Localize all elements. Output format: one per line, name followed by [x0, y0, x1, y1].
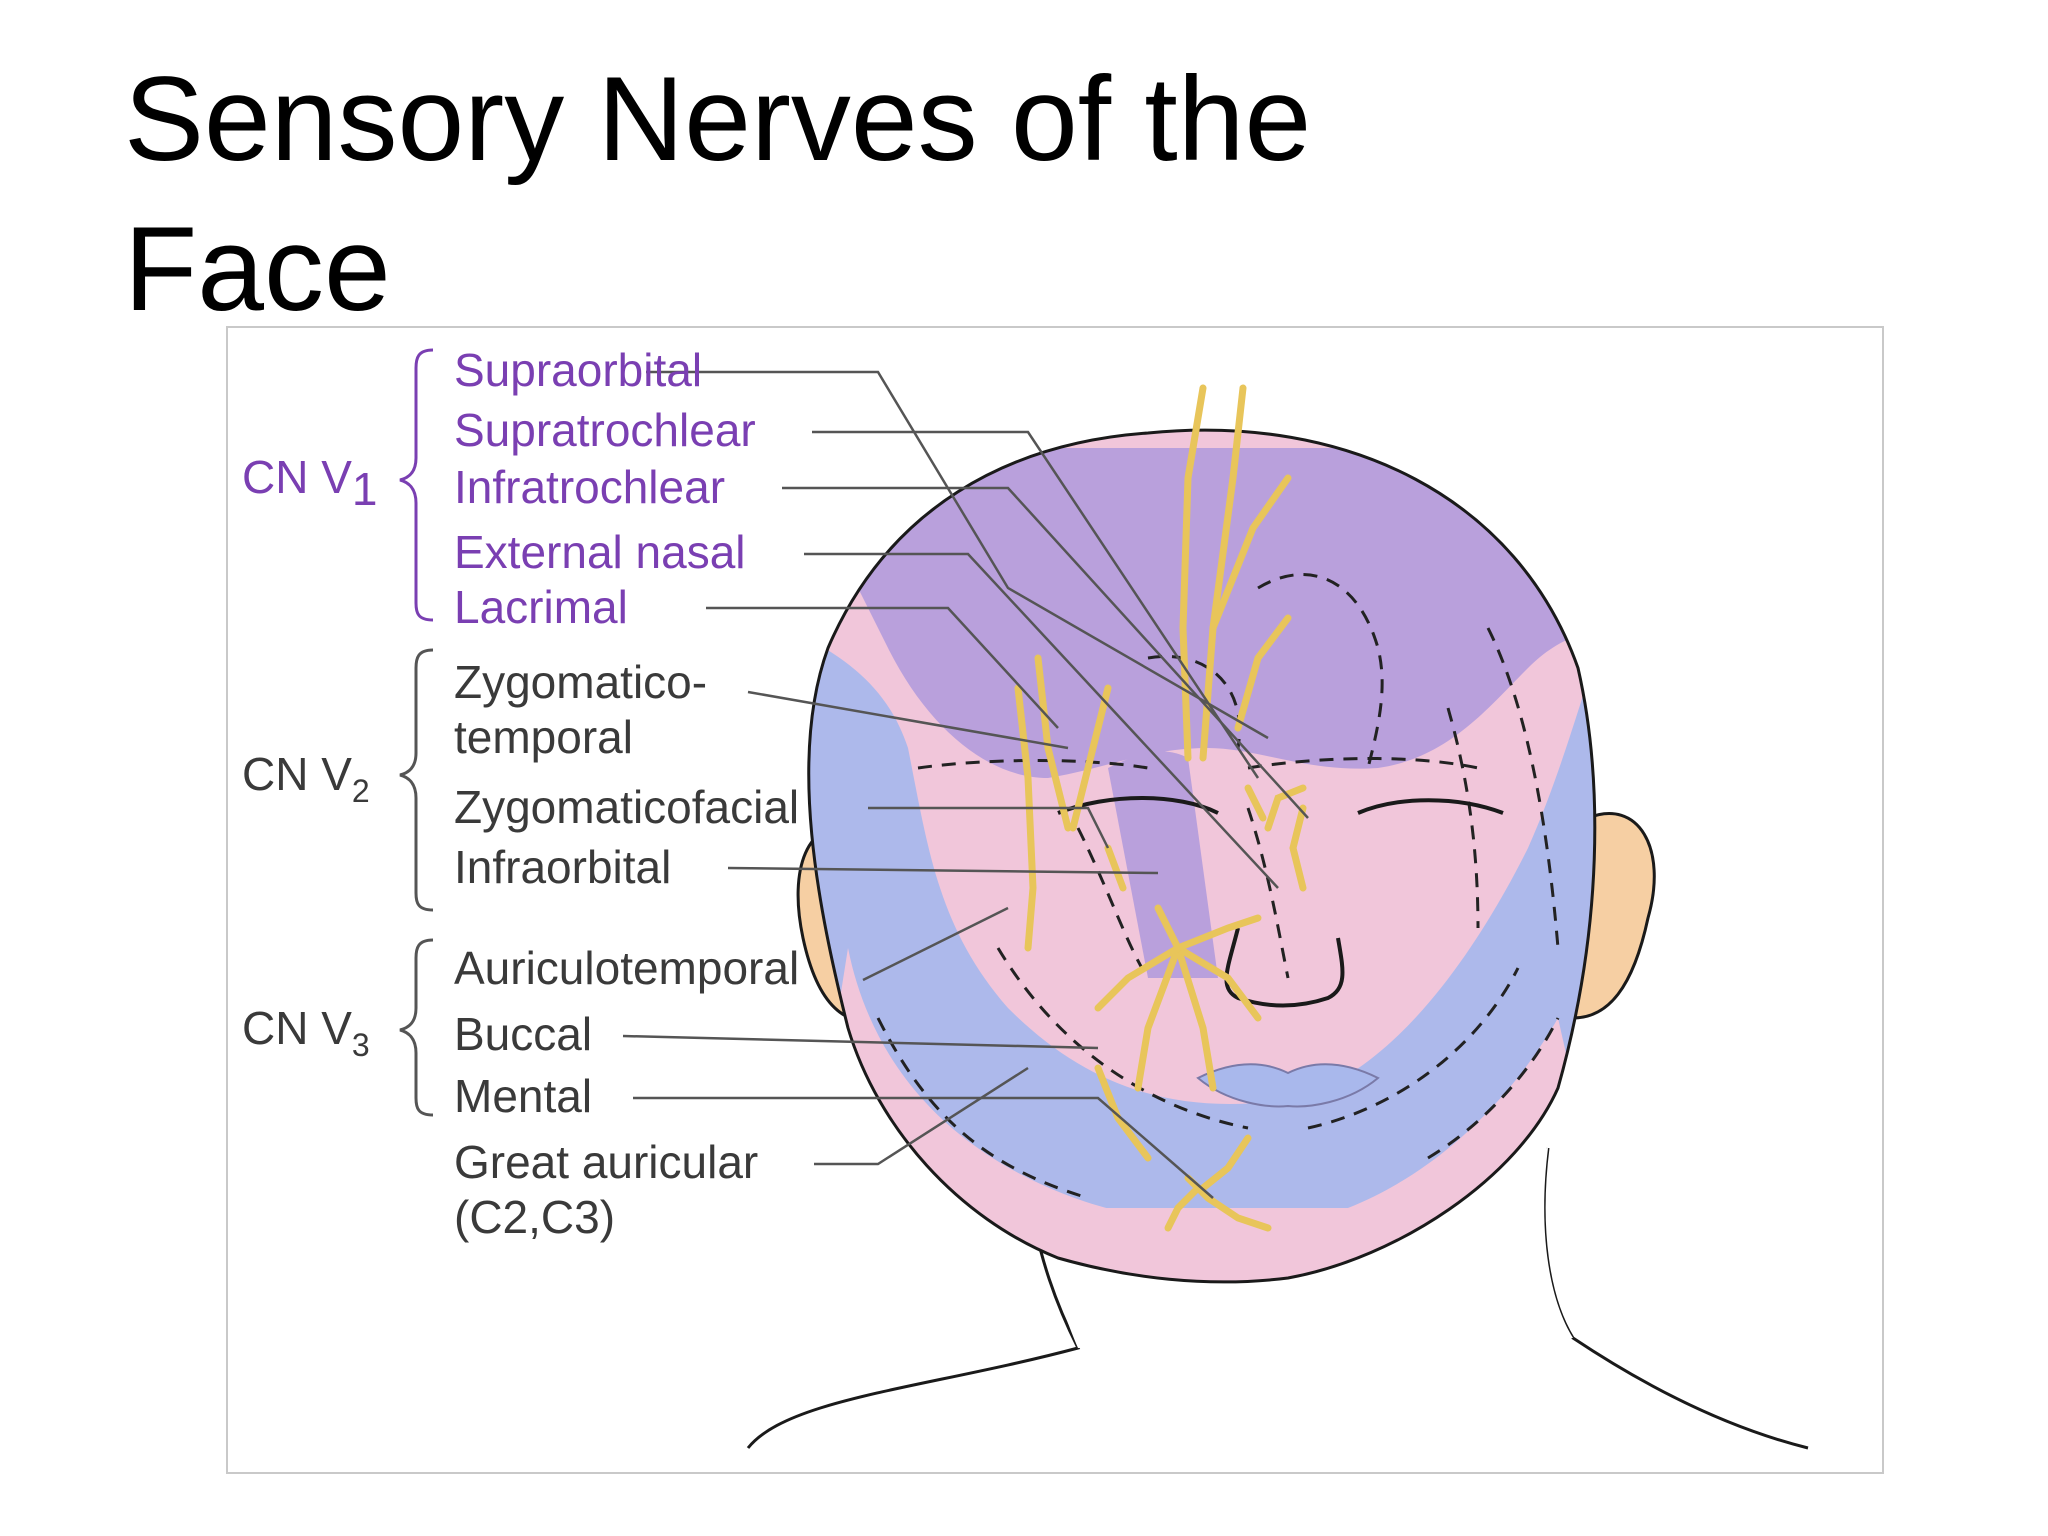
label-great-auricular-line2: (C2,C3): [454, 1191, 615, 1243]
group-label-cn-v3: CN V3: [242, 1002, 370, 1063]
label-zygomaticofacial: Zygomaticofacial: [454, 781, 799, 833]
label-lacrimal: Lacrimal: [454, 581, 628, 633]
title-line-1: Sensory Nerves of the: [124, 52, 1312, 186]
diagram-canvas: CN V1 CN V2 CN V3 Supraorbital Supratroc…: [242, 344, 1809, 1450]
face-nerve-diagram: CN V1 CN V2 CN V3 Supraorbital Supratroc…: [226, 326, 1884, 1474]
group-label-cn-v1: CN V1: [242, 451, 378, 515]
v1-region: [808, 448, 1595, 778]
brace-cn-v3: [399, 938, 434, 1117]
neck-outline-right: [1542, 1147, 1809, 1450]
label-infraorbital: Infraorbital: [454, 841, 671, 893]
v1-nose-strip: [1108, 751, 1218, 978]
label-external-nasal: External nasal: [454, 526, 746, 578]
dermatome-regions: [808, 430, 1595, 1282]
label-supratrochlear: Supratrochlear: [454, 404, 756, 456]
mouth: [1196, 1063, 1380, 1108]
title-line-2: Face: [124, 202, 391, 336]
group-label-cn-v2: CN V2: [242, 748, 370, 809]
label-zygomaticotemporal-line1: Zygomatico-: [454, 656, 707, 708]
slide-title: Sensory Nerves of the Face: [124, 44, 1624, 344]
label-auriculotemporal: Auriculotemporal: [454, 942, 799, 994]
brace-cn-v1: [399, 348, 434, 622]
right-eye: [1357, 798, 1504, 815]
label-mental: Mental: [454, 1070, 592, 1122]
brace-cn-v2: [399, 648, 434, 912]
neck-outline: [746, 1187, 1081, 1449]
nose: [1224, 927, 1345, 1008]
label-supraorbital: Supraorbital: [454, 344, 702, 396]
label-infratrochlear: Infratrochlear: [454, 461, 725, 513]
leader-lines: [622, 370, 1309, 1199]
label-zygomaticotemporal-line2: temporal: [454, 711, 633, 763]
nerve-branches: [1014, 384, 1307, 1232]
label-buccal: Buccal: [454, 1008, 592, 1060]
head-outline: [807, 428, 1597, 1284]
v2-region: [808, 628, 1595, 1208]
label-great-auricular-line1: Great auricular: [454, 1136, 758, 1188]
